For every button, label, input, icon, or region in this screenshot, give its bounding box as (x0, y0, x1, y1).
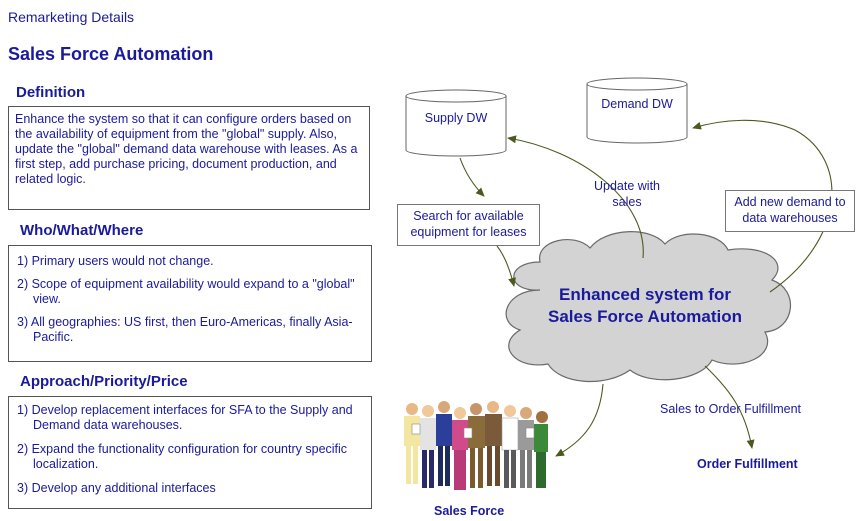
approach-box: 1) Develop replacement interfaces for SF… (8, 396, 372, 509)
arrow-update-supply (507, 135, 644, 259)
who-box: 1) Primary users would not change. 2) Sc… (8, 245, 372, 362)
search-equipment-label: Search for available equipment for lease… (397, 204, 540, 246)
page-title: Sales Force Automation (8, 44, 214, 64)
sales-to-order-label: Sales to Order Fulfillment (660, 402, 802, 416)
supply-dw-cylinder (405, 89, 507, 157)
definition-text: Enhance the system so that it can config… (15, 112, 358, 186)
approach-title: Approach/Priority/Price (20, 373, 188, 390)
arrow-supply-to-search (459, 157, 485, 197)
approach-item-1: 1) Develop replacement interfaces for SF… (17, 403, 353, 432)
arrow-search-to-cloud (496, 245, 516, 287)
arrow-add-demand (692, 119, 833, 293)
update-with-sales-label: Update with sales (593, 179, 660, 209)
add-demand-label: Add new demand to data warehouses (725, 190, 855, 232)
who-item-3: 3) All geographies: US first, then Euro-… (17, 315, 353, 344)
sales-force-people-icon (404, 401, 548, 490)
definition-box: Enhance the system so that it can config… (8, 106, 370, 210)
order-fulfillment-label: Order Fulfillment (697, 457, 798, 471)
sales-force-label: Sales Force (434, 504, 505, 518)
cloud-label: Enhanced system for Sales Force Automati… (548, 285, 742, 326)
arrow-cloud-to-salesforce (555, 383, 604, 457)
who-item-2: 2) Scope of equipment availability would… (17, 277, 355, 306)
who-item-1: 1) Primary users would not change. (17, 254, 214, 268)
demand-dw-label: Demand DW (601, 97, 673, 111)
supply-dw-label: Supply DW (424, 111, 488, 125)
approach-item-3: 3) Develop any additional interfaces (17, 481, 216, 495)
definition-title: Definition (16, 84, 86, 101)
arrow-cloud-to-order (704, 365, 755, 449)
cloud-shape (505, 231, 792, 383)
demand-dw-cylinder (586, 77, 688, 144)
approach-item-2: 2) Expand the functionality configuratio… (17, 442, 348, 471)
page-subtitle: Remarketing Details (8, 9, 135, 25)
who-title: Who/What/Where (20, 222, 144, 239)
